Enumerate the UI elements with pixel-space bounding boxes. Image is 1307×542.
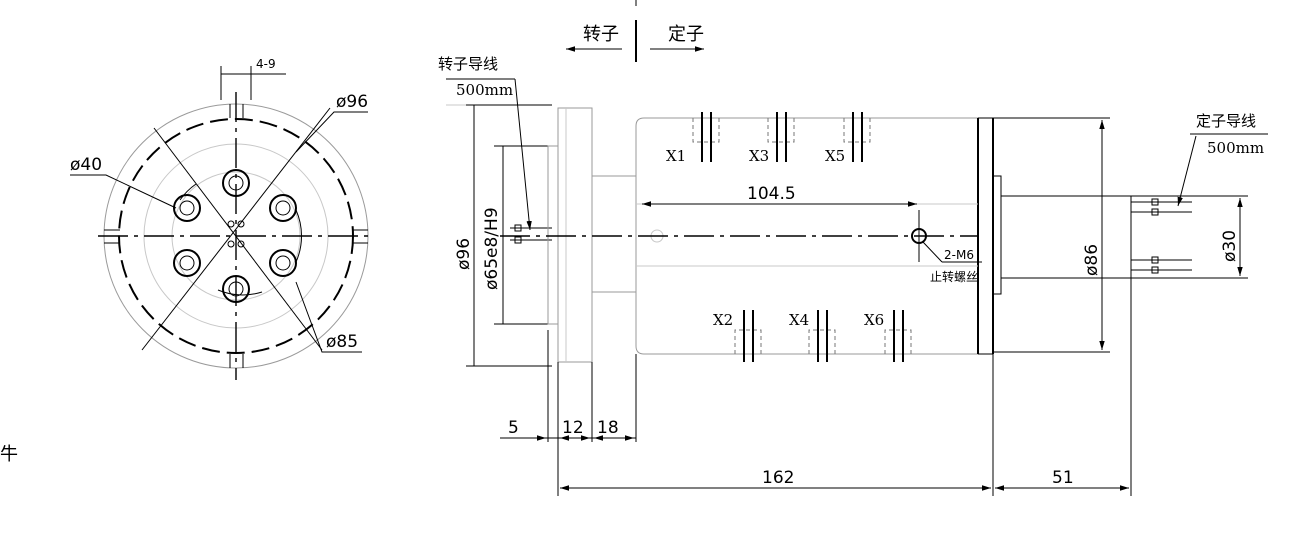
terminal-x2: X2: [713, 311, 733, 329]
tail-diameter-label: ø30: [1220, 230, 1240, 262]
front-ø96-leader: [295, 111, 368, 153]
screw-leader: [922, 241, 943, 263]
front-ø40-leader: [70, 174, 177, 209]
front-slot-left: [104, 229, 120, 244]
top-terminals: [692, 112, 871, 162]
tail-length-label: 51: [1052, 468, 1074, 488]
front-inner-diameter-label: ø40: [70, 155, 102, 175]
slot-width-label: 4-9: [256, 57, 276, 71]
stator-wire-label: 定子导线: [1196, 112, 1256, 130]
body-diameter-label: ø86: [1082, 244, 1102, 276]
front-ø85-leader: [295, 281, 362, 353]
rotor-wire-label: 转子导线: [438, 55, 498, 73]
screw-offset-label: 104.5: [747, 184, 796, 204]
rotor-flange: [557, 107, 593, 363]
front-slot-top: [229, 104, 244, 118]
main-body: [635, 117, 979, 355]
flange-diameter-label: ø96: [454, 238, 474, 270]
screw-note: 止转螺丝: [930, 269, 978, 284]
stator-wire-leader: [1177, 135, 1197, 207]
terminal-x5: X5: [825, 147, 845, 165]
terminal-x3: X3: [749, 147, 769, 165]
rotor-wires: [510, 224, 552, 244]
stator-label: 定子: [668, 24, 704, 45]
stator-wire-length: 500mm: [1207, 139, 1264, 157]
front-diag-1: [153, 127, 323, 351]
body-length-label: 162: [762, 468, 794, 488]
rotor-label: 转子: [583, 24, 619, 45]
dim-12-label: 12: [562, 418, 584, 438]
screw-label: 2-M6: [944, 248, 974, 262]
front-slot-right: [352, 229, 368, 244]
edge-glyph: 牛: [0, 444, 18, 465]
front-diag-2: [141, 107, 331, 351]
front-terminal-studs: [173, 169, 297, 303]
terminal-x6: X6: [864, 311, 884, 329]
side-view: 转子 定子 转子导线 500mm ø96 ø65e8/H9: [438, 0, 1268, 496]
terminal-x4: X4: [789, 311, 809, 329]
rotor-hub: [547, 145, 559, 325]
shaft-fit-label: ø65e8/H9: [482, 207, 502, 290]
front-bolt-circle-label: ø85: [326, 332, 358, 352]
stator-wires: [1131, 198, 1192, 274]
rotor-collar: [591, 175, 637, 293]
tail-flange: [992, 175, 1002, 295]
bottom-terminals: [734, 310, 912, 362]
front-outer-diameter-label: ø96: [336, 92, 368, 112]
front-view: 4-9 ø96 ø40 ø85: [70, 57, 374, 380]
dim-5-label: 5: [508, 418, 519, 438]
front-slot-bottom: [229, 354, 244, 368]
dim-18-label: 18: [597, 418, 619, 438]
rotor-wire-length: 500mm: [456, 81, 513, 99]
rotor-wire-leader: [514, 78, 532, 231]
tail-housing: [1000, 195, 1132, 279]
terminal-x1: X1: [666, 147, 686, 165]
